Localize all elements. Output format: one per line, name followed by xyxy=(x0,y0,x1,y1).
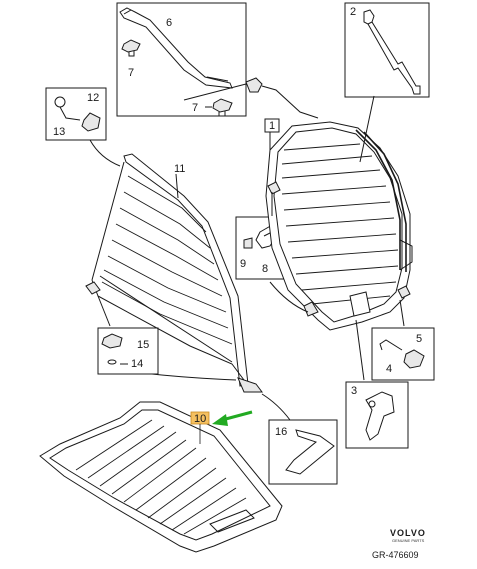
cargo-tray xyxy=(39,401,283,553)
rod-connector xyxy=(245,77,319,119)
callout-16: 16 xyxy=(275,426,287,438)
callout-13: 13 xyxy=(53,126,65,138)
callout-12: 12 xyxy=(87,92,99,104)
callout-1: 1 xyxy=(269,120,275,132)
callout-7-bottom: 7 xyxy=(192,102,198,114)
callout-10: 10 xyxy=(194,413,206,425)
reference-number: GR-476609 xyxy=(372,550,419,560)
brand-wordmark: VOLVO xyxy=(390,528,426,538)
green-arrow-icon xyxy=(212,410,253,426)
callout-14: 14 xyxy=(131,358,143,370)
inset-rod-assembly xyxy=(116,2,247,117)
inset-bracket-16 xyxy=(268,419,338,485)
callout-3: 3 xyxy=(351,385,357,397)
inset-gas-strut xyxy=(344,2,430,98)
inset-latch xyxy=(345,381,409,449)
callout-2: 2 xyxy=(350,6,356,18)
inset-knob-washer xyxy=(97,327,159,375)
callout-7-top: 7 xyxy=(128,67,134,79)
callout-6: 6 xyxy=(166,17,172,29)
brand-subline: GENUINE PARTS xyxy=(392,538,425,543)
callout-11: 11 xyxy=(174,163,185,175)
callout-4: 4 xyxy=(386,363,392,375)
cargo-gate xyxy=(85,153,263,393)
leader-lines xyxy=(89,83,405,421)
inset-hook-knob xyxy=(371,327,435,381)
inset-hook-nut xyxy=(45,87,107,141)
callout-5: 5 xyxy=(416,333,422,345)
callout-9: 9 xyxy=(240,258,246,270)
callout-15: 15 xyxy=(137,339,149,351)
dog-guard-grille xyxy=(264,118,413,331)
callout-8: 8 xyxy=(262,263,268,275)
